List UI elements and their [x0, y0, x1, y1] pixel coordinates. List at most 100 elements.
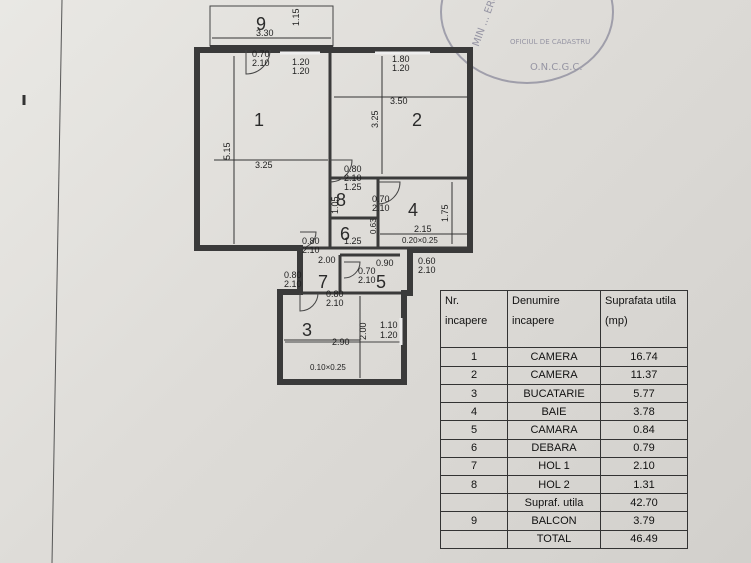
row-nr: 3: [440, 383, 508, 404]
stamp-text-inner: OFICIUL DE CADASTRU: [510, 38, 591, 46]
row-nr: 5: [440, 420, 508, 440]
dim-r6-h: 0.63: [369, 218, 378, 234]
dim-w3b: 1.20: [380, 330, 398, 340]
dim-h8-w: 1.25: [344, 182, 362, 192]
dim-w1b: 1.20: [292, 66, 310, 76]
door-8: [329, 159, 353, 183]
dim-h7-w: 2.00: [318, 255, 336, 265]
table-row: 4 BAIE 3.78: [440, 402, 688, 422]
door-3: [299, 292, 319, 312]
dim-d7a: 0.60: [418, 256, 436, 266]
dim-d5b: 2.10: [358, 275, 376, 285]
margin-line-left: [51, 0, 63, 563]
subtotal-area: 42.70: [600, 493, 688, 513]
row-nr: 4: [440, 402, 508, 422]
outer-walls: [194, 47, 473, 385]
balcon-row: 9 BALCON 3.79: [440, 511, 688, 531]
row-name: HOL 2: [507, 475, 601, 495]
row-name: CAMARA: [507, 420, 601, 440]
dim-r1-w: 3.25: [255, 160, 273, 170]
dim-d6a: 0.80: [302, 236, 320, 246]
room-label-5: 5: [376, 272, 386, 292]
total-name: TOTAL: [507, 529, 601, 550]
row-name: CAMERA: [507, 347, 601, 367]
dim-d8a: 0.80: [344, 164, 362, 174]
dim-d6b: 2.10: [302, 245, 320, 255]
door-1-balcon: [245, 49, 271, 75]
dim-d4b: 2.10: [372, 203, 390, 213]
row-nr: 6: [440, 438, 508, 458]
row-area: 3.78: [600, 402, 688, 422]
dim-d1a: 0.70: [252, 49, 270, 59]
table-row: 8 HOL 2 1.31: [440, 475, 688, 495]
row-area: 0.79: [600, 438, 688, 458]
dim-w2a: 1.80: [392, 54, 410, 64]
door-4: [377, 181, 401, 205]
row-nr: 2: [440, 365, 508, 385]
stamp-text-bottom: O.N.C.G.C.: [530, 62, 583, 73]
dim-d8b: 2.10: [344, 173, 362, 183]
dim-r2-w: 3.50: [390, 96, 408, 106]
table-row: 1 CAMERA 16.74: [440, 347, 688, 367]
row-name: BUCATARIE: [507, 383, 601, 404]
dim-balcon-w: 3.30: [256, 28, 274, 38]
room-label-1: 1: [254, 110, 264, 130]
table-row: 5 CAMARA 0.84: [440, 420, 688, 440]
table-row: 6 DEBARA 0.79: [440, 438, 688, 458]
dim-r6-w: 1.25: [344, 236, 362, 246]
row-area: 0.84: [600, 420, 688, 440]
dim-win4: 0.20×0.25: [402, 236, 438, 245]
dim-r1-h: 5.15: [222, 142, 232, 160]
room-label-6: 6: [340, 224, 350, 244]
header-suprafata: Suprafata utila (mp): [600, 289, 688, 349]
dim-r3-h: 2.00: [358, 322, 368, 340]
dim-balcon-h: 1.15: [291, 8, 301, 26]
table-row: 7 HOL 1 2.10: [440, 456, 688, 477]
room-label-3: 3: [302, 320, 312, 340]
room-label-7: 7: [318, 272, 328, 292]
row-area: 5.77: [600, 383, 688, 404]
row-nr: 8: [440, 475, 508, 495]
row-name: CAMERA: [507, 365, 601, 385]
row-name: DEBARA: [507, 438, 601, 458]
dim-r4-h: 1.75: [440, 204, 450, 222]
dim-d7b: 2.10: [418, 265, 436, 275]
row-name: BAIE: [507, 402, 601, 422]
door-hall: [299, 231, 317, 249]
room-label-9: 9: [256, 14, 266, 34]
row-nr: 1: [440, 347, 508, 367]
table-row: 2 CAMERA 11.37: [440, 365, 688, 385]
room-9-balcon: [209, 5, 334, 47]
row-area: 16.74: [600, 347, 688, 367]
header-denumire: Denumire incapere: [507, 289, 601, 349]
dim-win3: 0.10×0.25: [310, 363, 346, 372]
dim-h8-h: 1.05: [330, 196, 340, 214]
row-name: HOL 1: [507, 456, 601, 477]
table-header-row: Nr. incapere Denumire incapere Suprafata…: [440, 289, 688, 349]
dim-d4a: 0.70: [372, 194, 390, 204]
room-label-8: 8: [336, 190, 346, 210]
row-nr: 7: [440, 456, 508, 477]
header-nr: Nr. incapere: [440, 289, 508, 349]
dim-r5-w: 0.90: [376, 258, 394, 268]
subtotal-label: Supraf. utila: [507, 493, 601, 513]
room-label-2: 2: [412, 110, 422, 130]
surface-table: Nr. incapere Denumire incapere Suprafata…: [440, 289, 688, 550]
subtotal-row: Supraf. utila 42.70: [440, 493, 688, 513]
balcon-nr: 9: [440, 511, 508, 531]
dim-w2b: 1.20: [392, 63, 410, 73]
table-row: 3 BUCATARIE 5.77: [440, 383, 688, 404]
dim-d1b: 2.10: [252, 58, 270, 68]
row-area: 2.10: [600, 456, 688, 477]
balcon-area: 3.79: [600, 511, 688, 531]
dim-d3d: 2.10: [326, 298, 344, 308]
row-area: 11.37: [600, 365, 688, 385]
dim-w3a: 1.10: [380, 320, 398, 330]
dim-d3a: 0.80: [284, 270, 302, 280]
door-5: [343, 261, 361, 279]
balcon-name: BALCON: [507, 511, 601, 531]
dim-r2-h: 3.25: [370, 110, 380, 128]
dim-r4-w: 2.15: [414, 224, 432, 234]
dim-d3b: 2.10: [284, 279, 302, 289]
